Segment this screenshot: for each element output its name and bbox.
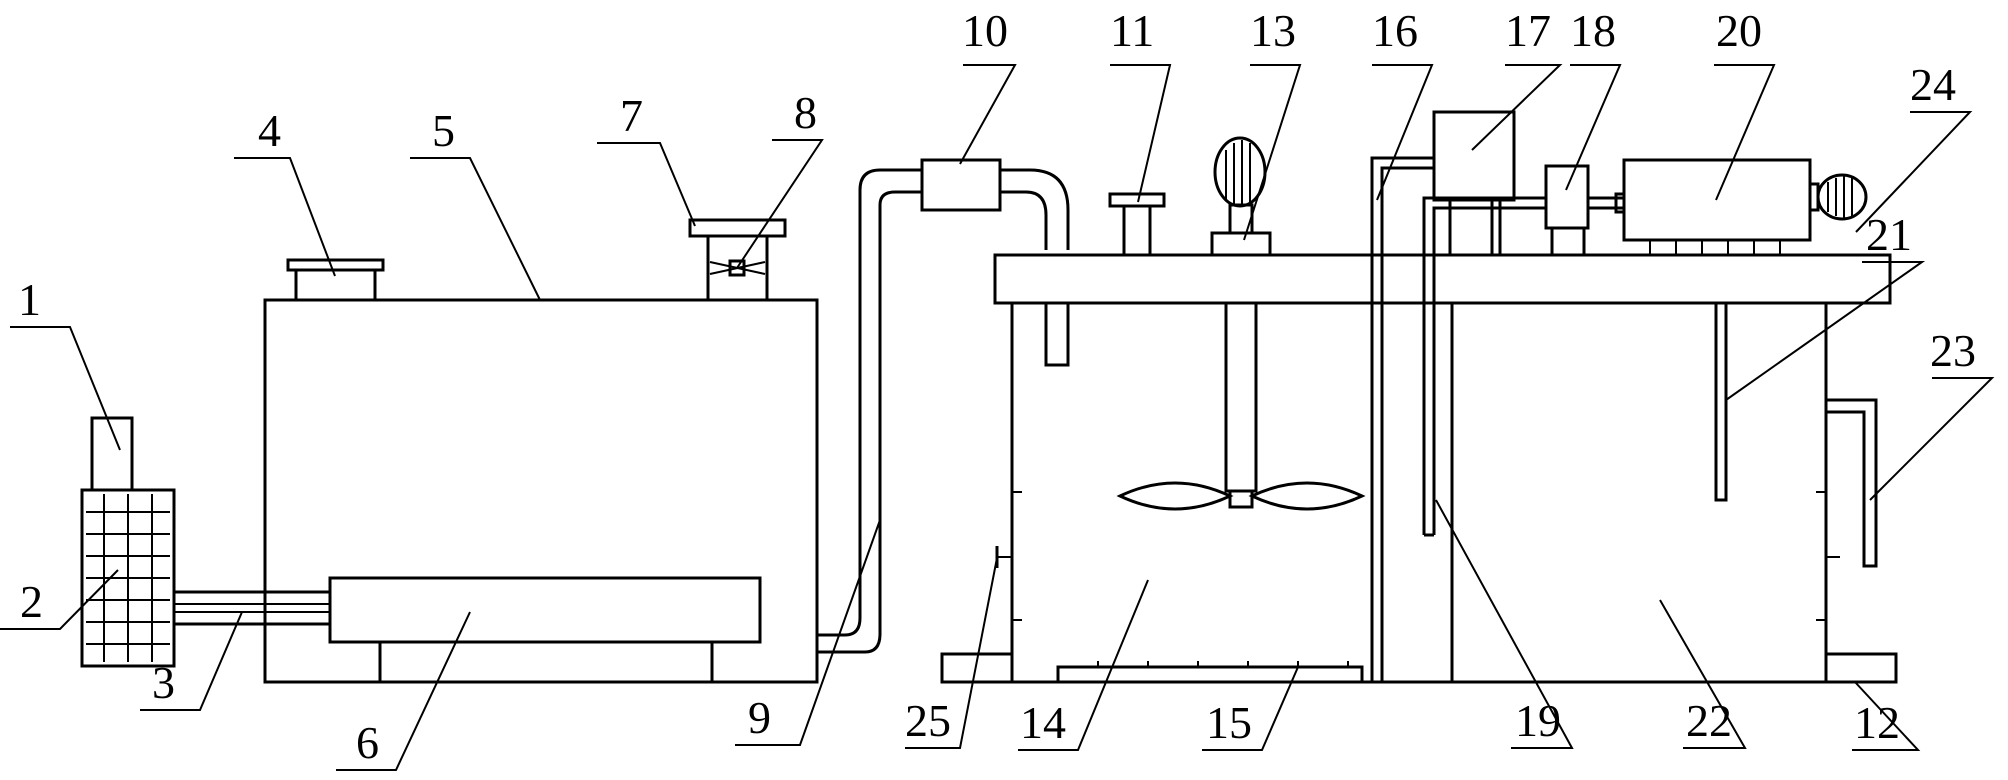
label-2: 2: [20, 576, 43, 627]
part-13-stirrer-motor: [1210, 136, 1272, 257]
label-9: 9: [748, 692, 771, 743]
label-24: 24: [1910, 59, 1956, 110]
part-17-blower: [1432, 110, 1516, 255]
label-11: 11: [1110, 5, 1154, 56]
part-7-vent-cap: [688, 218, 787, 302]
part-23-overflow-outlet: [1824, 398, 1878, 568]
part-25-drain-valve: [995, 546, 1012, 568]
part-16-air-pipe: [1370, 156, 1434, 682]
label-5: 5: [432, 105, 455, 156]
label-4: 4: [258, 105, 281, 156]
part-24-top-plate: [993, 253, 1892, 305]
label-21: 21: [1866, 209, 1912, 260]
part-5-left-tank: [263, 298, 819, 684]
label-15: 15: [1206, 697, 1252, 748]
part-10-pump: [920, 158, 1002, 212]
part-3-connecting-pipe: [174, 590, 330, 626]
label-18: 18: [1570, 5, 1616, 56]
label-20: 20: [1716, 5, 1762, 56]
part-20-dosing-tank: [1622, 158, 1868, 255]
label-12: 12: [1854, 697, 1900, 748]
label-25: 25: [905, 695, 951, 746]
part-18-dosing-pump: [1544, 164, 1626, 257]
part-15-aeration-plate: [1056, 661, 1364, 684]
label-3: 3: [152, 657, 175, 708]
part-19-dosing-pipe: [1422, 196, 1546, 537]
label-10: 10: [962, 5, 1008, 56]
label-23: 23: [1930, 325, 1976, 376]
stirrer-shaft: [1116, 301, 1366, 511]
part-21-baffle: [1714, 301, 1728, 502]
label-17: 17: [1505, 5, 1551, 56]
number-labels: 1 2 3 4 5 6 7 8 9 10 11 12 13 14 15 16 1…: [18, 5, 1976, 768]
pipe-outlet-into-tank: [1044, 301, 1070, 367]
part-4-inlet-cap: [286, 258, 385, 302]
label-22: 22: [1686, 695, 1732, 746]
label-14: 14: [1020, 697, 1066, 748]
label-6: 6: [356, 717, 379, 768]
leader-lines: [0, 64, 1995, 771]
label-13: 13: [1250, 5, 1296, 56]
part-9-transfer-pipe: [817, 168, 1070, 654]
part-2-filter-grid: [80, 488, 176, 668]
part-11-feed-port: [1108, 192, 1166, 257]
label-7: 7: [620, 90, 643, 141]
label-8: 8: [794, 87, 817, 138]
part-6-heater: [328, 576, 762, 682]
label-1: 1: [18, 274, 41, 325]
part-12-base: [940, 652, 1898, 684]
label-16: 16: [1372, 5, 1418, 56]
part-22-settling-tank: [1450, 303, 1828, 684]
label-19: 19: [1515, 695, 1561, 746]
